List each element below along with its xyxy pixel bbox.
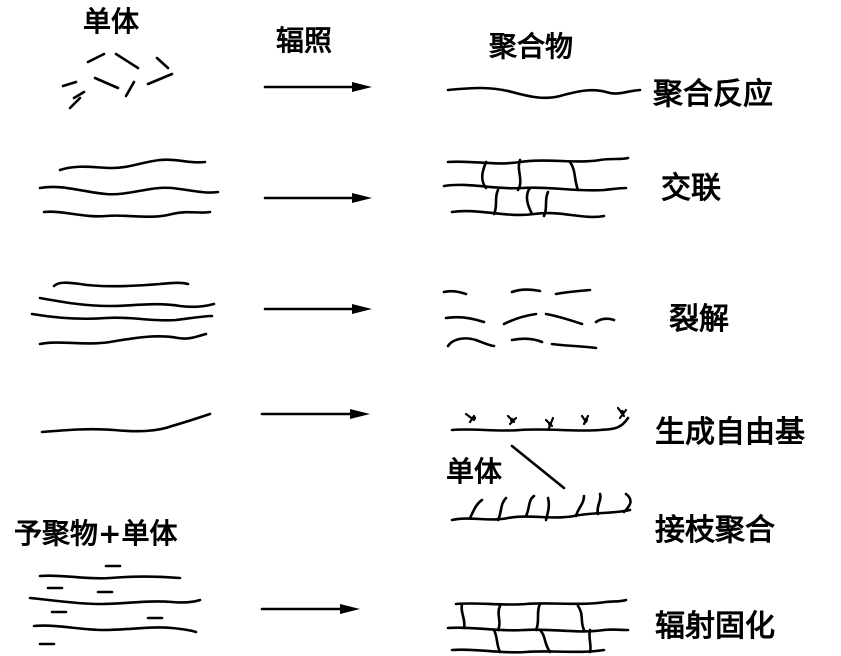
monomer-fragments	[63, 54, 172, 108]
arrow-row-4	[262, 409, 370, 419]
graft-pointer-line	[512, 446, 564, 488]
crosslinked-network	[444, 158, 628, 217]
grafted-chain	[452, 494, 630, 520]
arrow-row-6	[262, 604, 360, 614]
chains-row-3	[32, 283, 214, 344]
arrow-row-3	[265, 304, 372, 314]
chains-row-2	[40, 160, 218, 217]
chain-row-4	[42, 414, 210, 432]
prepolymer-mixture	[30, 566, 200, 644]
radical-chain	[452, 408, 628, 431]
arrow-row-2	[265, 193, 372, 203]
polymer-chain	[448, 88, 640, 98]
cured-network	[448, 600, 628, 652]
degraded-fragments	[444, 290, 614, 348]
arrow-row-1	[265, 82, 372, 92]
